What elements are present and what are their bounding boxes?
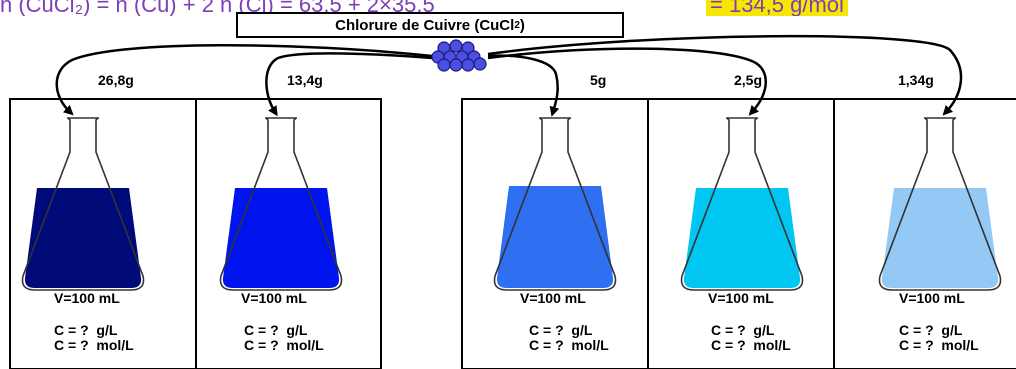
arrow-to-flask-1 bbox=[55, 44, 433, 116]
volume-label-4: V=100 mL bbox=[708, 290, 774, 306]
concentration-mol-4: C = ? mol/L bbox=[711, 337, 791, 353]
concentration-gl-3: C = ? g/L bbox=[529, 322, 593, 338]
arrow-to-flask-5 bbox=[487, 34, 963, 116]
arrow-to-flask-4 bbox=[487, 47, 767, 116]
volume-label-3: V=100 mL bbox=[520, 290, 586, 306]
arrow-to-flask-3 bbox=[487, 54, 560, 117]
mass-label-4: 2,5g bbox=[734, 72, 763, 88]
flask-2 bbox=[219, 117, 343, 291]
concentration-labels-2: C = ? g/L C = ? mol/L bbox=[244, 323, 324, 353]
concentration-gl-5: C = ? g/L bbox=[899, 322, 963, 338]
flask-4 bbox=[680, 117, 804, 291]
box-group-right bbox=[461, 98, 1016, 369]
concentration-labels-5: C = ? g/L C = ? mol/L bbox=[899, 323, 979, 353]
concentration-mol-1: C = ? mol/L bbox=[54, 337, 134, 353]
volume-label-5: V=100 mL bbox=[899, 290, 965, 306]
concentration-mol-2: C = ? mol/L bbox=[244, 337, 324, 353]
concentration-labels-4: C = ? g/L C = ? mol/L bbox=[711, 323, 791, 353]
mass-label-2: 13,4g bbox=[287, 72, 323, 88]
concentration-gl-4: C = ? g/L bbox=[711, 322, 775, 338]
compound-title-suffix: ) bbox=[519, 16, 525, 34]
volume-label-2: V=100 mL bbox=[241, 290, 307, 306]
concentration-mol-5: C = ? mol/L bbox=[899, 337, 979, 353]
header-formula-strip: n (CuCl₂) = n (Cu) + 2 n (Cl) = 63,5 + 2… bbox=[0, 0, 1016, 16]
concentration-labels-3: C = ? g/L C = ? mol/L bbox=[529, 323, 609, 353]
mass-label-1: 26,8g bbox=[98, 72, 134, 88]
molar-mass-result: = 134,5 g/mol bbox=[706, 0, 848, 16]
flask-5 bbox=[878, 117, 1002, 291]
concentration-gl-2: C = ? g/L bbox=[244, 322, 308, 338]
mass-label-5: 1,34g bbox=[898, 72, 934, 88]
arrow-to-flask-2 bbox=[265, 52, 433, 117]
concentration-labels-1: C = ? g/L C = ? mol/L bbox=[54, 323, 134, 353]
concentration-gl-1: C = ? g/L bbox=[54, 322, 118, 338]
mass-label-3: 5g bbox=[590, 72, 607, 88]
flask-1 bbox=[21, 117, 145, 291]
volume-label-1: V=100 mL bbox=[54, 290, 120, 306]
compound-title-prefix: Chlorure de Cuivre (CuCl bbox=[335, 16, 515, 34]
compound-title-subscript: 2 bbox=[514, 19, 520, 31]
concentration-mol-3: C = ? mol/L bbox=[529, 337, 609, 353]
copper-chloride-crystals-icon bbox=[431, 39, 487, 72]
flask-3 bbox=[493, 117, 617, 291]
